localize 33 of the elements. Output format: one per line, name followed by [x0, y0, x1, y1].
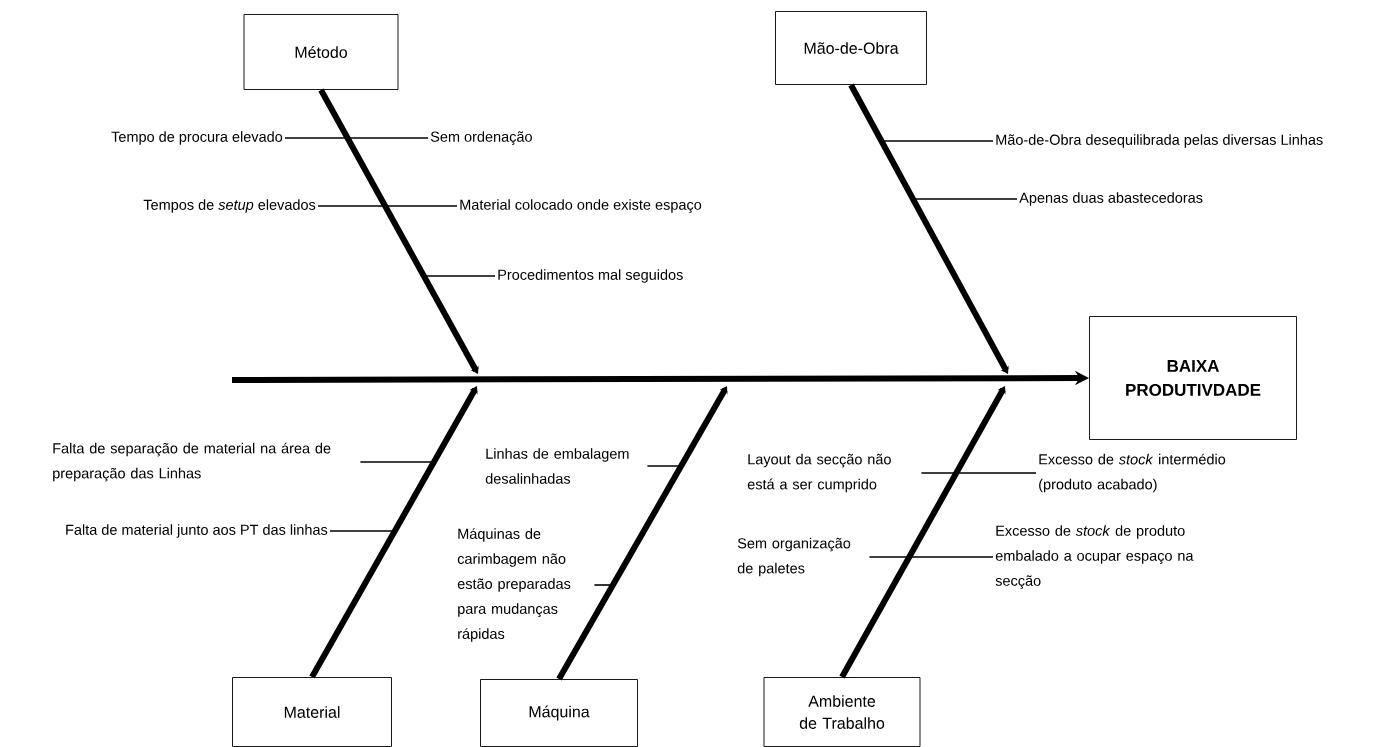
leader-line: [912, 198, 1018, 200]
cause-text: Excesso de stock intermédio (produto acabado): [1039, 453, 1226, 493]
cause-text: Sem ordenação: [430, 131, 532, 145]
category-box: Método: [243, 14, 399, 90]
category-box: Máquina: [480, 679, 638, 747]
cause-text: Falta de separação de material na área de preparação das Linhas: [53, 442, 331, 482]
cause-text: Excesso de stock de produto embalado a ocupar espaço na secção: [995, 525, 1194, 589]
bone-arrow: [318, 88, 479, 374]
bone-arrow: [839, 386, 1006, 679]
leader-line: [317, 205, 458, 207]
cause-text: Material colocado onde existe espaço: [460, 199, 702, 213]
category-box: Material: [232, 677, 392, 747]
effect-box: BAIXA PRODUTIVDADE: [1089, 316, 1297, 440]
category-box: Ambiente de Trabalho: [763, 677, 921, 747]
cause-text: Linhas de embalagem desalinhadas: [485, 448, 629, 484]
leader-line: [920, 472, 1037, 474]
leader-line: [284, 137, 429, 139]
cause-text: Falta de material junto aos PT das linhas: [66, 524, 328, 538]
cause-text: Mão-de-Obra desequilibrada pelas diversas Linhas: [996, 134, 1323, 148]
cause-text: Sem organização de paletes: [737, 537, 851, 577]
cause-text: Máquinas de carimbagem não estão preparadas para mudanças rápidas: [457, 528, 571, 642]
leader-line: [868, 556, 994, 558]
cause-text: Tempo de procura elevado: [111, 131, 283, 145]
category-box: Mão-de-Obra: [775, 11, 927, 85]
cause-text: Layout da secção não está a ser cumprido: [747, 453, 891, 493]
bone-arrow: [309, 386, 478, 679]
cause-text: Apenas duas abastecedoras: [1019, 192, 1203, 206]
bone-arrow: [848, 83, 1009, 374]
leader-line: [424, 275, 496, 277]
bone-arrow: [556, 386, 728, 681]
cause-text: Procedimentos mal seguidos: [498, 269, 683, 283]
cause-text: Tempos de setup elevados: [143, 199, 316, 213]
leader-line: [593, 584, 617, 586]
